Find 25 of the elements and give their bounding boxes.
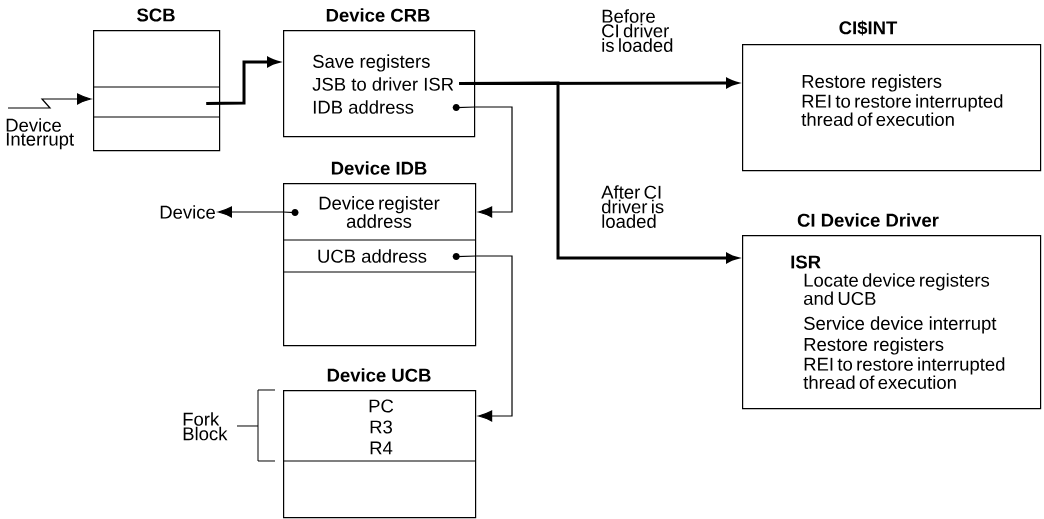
box-title: CI Device Driver — [797, 213, 939, 227]
box-title: SCB — [137, 8, 175, 22]
routine-box: Restore registers REI to restore interrupted thread of execution — [742, 44, 1042, 172]
routine-box: ISR Locate device registers and UCB Service device interrupt Restore registers REI to restore interrupted thread of execution — [742, 235, 1042, 410]
node-label: ISR — [791, 255, 821, 269]
text-label: Device — [160, 205, 215, 219]
arrow — [217, 206, 284, 218]
node-label: REI to restore interrupted thread of execution — [803, 357, 1005, 390]
arrow — [475, 255, 513, 422]
box-title: CI$INT — [839, 20, 898, 36]
box-title: Device UCB — [327, 368, 431, 382]
box-title: Device CRB — [326, 8, 430, 22]
edge-label: Before CI driver is loaded — [600, 8, 678, 53]
text-label: Fork Block — [183, 412, 228, 441]
memory-box: Device register address UCB address — [282, 183, 477, 347]
box-title: Device IDB — [331, 161, 427, 175]
node-label: Service device interrupt — [804, 316, 997, 334]
text-label: Device Interrupt — [6, 118, 74, 150]
edge-label: After CI driver is loaded — [600, 184, 678, 229]
arrow — [7, 93, 92, 109]
node-label: Locate device registers and UCB — [803, 273, 990, 306]
memory-box: PC R3 R4 — [282, 390, 477, 519]
arrow — [474, 106, 513, 218]
node-label: Restore registers — [804, 337, 944, 355]
memory-box: Save registers JSB to driver ISR IDB address — [283, 30, 476, 138]
